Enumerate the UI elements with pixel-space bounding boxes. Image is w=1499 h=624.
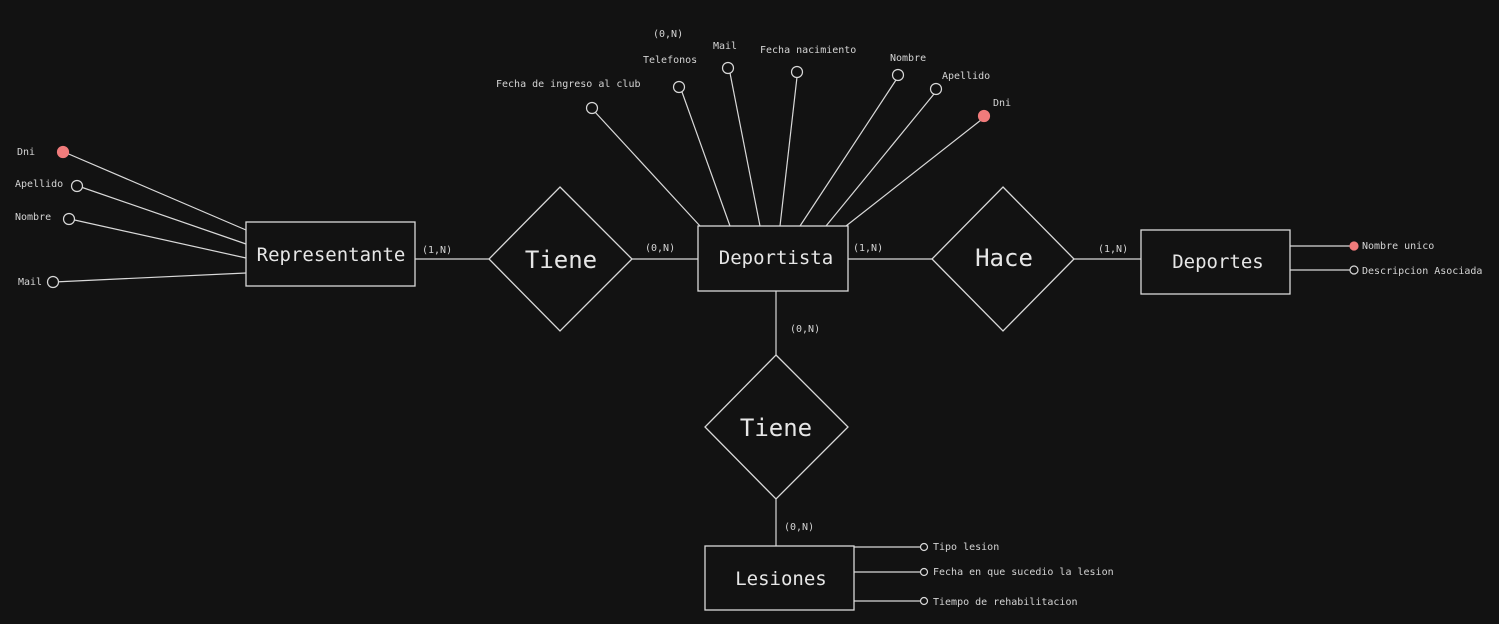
attribute-dot-dni-key (977, 109, 991, 123)
entity-deportes[interactable]: Deportes (1140, 229, 1291, 295)
entity-deportista[interactable]: Deportista (697, 225, 849, 292)
entity-label-deportes: Deportes (1172, 251, 1264, 273)
attribute-dot-dni-key (56, 145, 70, 159)
attribute-dot-fecha-nacimiento (790, 65, 804, 79)
attribute-label-fecha-nacimiento: Fecha nacimiento (760, 45, 856, 56)
attribute-label-apellido: Apellido (942, 71, 990, 82)
attribute-dot-mail (721, 61, 735, 75)
attribute-dot-telefonos (672, 80, 686, 94)
attribute-dot-apellido (70, 179, 84, 193)
relationship-hace[interactable]: Hace (931, 186, 1075, 332)
attribute-label-nombre: Nombre (890, 53, 926, 64)
attribute-label-dni: Dni (17, 147, 35, 158)
cardinality-tiene-lesiones: (0,N) (784, 522, 814, 533)
entity-representante[interactable]: Representante (245, 221, 416, 287)
relationship-label-tiene: Tiene (525, 246, 597, 274)
entity-label-representante: Representante (257, 244, 406, 266)
lesiones-attributes: Tipo lesion Fecha en que sucedio la lesi… (854, 542, 1114, 608)
attribute-dot-tipo-lesion (919, 542, 929, 552)
attribute-dot-mail (46, 275, 60, 289)
attribute-cardinality-telefonos: (0,N) (653, 29, 683, 40)
attribute-label-fecha-ingreso: Fecha de ingreso al club (496, 79, 641, 90)
attribute-label-dni: Dni (993, 98, 1011, 109)
attribute-dot-fecha-ingreso (585, 101, 599, 115)
relationship-label-tiene: Tiene (740, 414, 812, 442)
attribute-label-descripcion: Descripcion Asociada (1362, 266, 1482, 277)
entity-label-lesiones: Lesiones (735, 568, 827, 590)
attribute-dot-nombre (62, 212, 76, 226)
entity-label-deportista: Deportista (719, 247, 833, 269)
attribute-dot-nombre-unico-key (1349, 241, 1359, 251)
attribute-label-tipo-lesion: Tipo lesion (933, 542, 999, 553)
attribute-label-fecha-lesion: Fecha en que sucedio la lesion (933, 567, 1114, 578)
attribute-label-telefonos: Telefonos (643, 55, 697, 66)
relationship-label-hace: Hace (975, 244, 1033, 272)
attribute-label-nombre-unico: Nombre unico (1362, 241, 1434, 252)
attribute-label-mail: Mail (713, 41, 737, 52)
representante-attributes: Dni Apellido Nombre Mail (15, 145, 247, 289)
attribute-dot-tiempo-rehabilitacion (919, 596, 929, 606)
attribute-label-mail: Mail (18, 277, 42, 288)
deportista-attributes: Fecha de ingreso al club (0,N) Telefonos… (496, 29, 1011, 227)
attribute-dot-apellido (929, 82, 943, 96)
attribute-label-nombre: Nombre (15, 212, 51, 223)
attribute-label-tiempo-rehabilitacion: Tiempo de rehabilitacion (933, 597, 1078, 608)
deportes-attributes: Nombre unico Descripcion Asociada (1290, 241, 1482, 277)
cardinality-representante-tiene: (1,N) (422, 245, 452, 256)
cardinality-hace-deportes: (1,N) (1098, 244, 1128, 255)
attribute-dot-nombre (891, 68, 905, 82)
attribute-dot-descripcion (1349, 265, 1359, 275)
cardinality-tiene-deportista: (0,N) (645, 243, 675, 254)
cardinality-deportista-tiene: (0,N) (790, 324, 820, 335)
attribute-dot-fecha-lesion (919, 567, 929, 577)
cardinality-deportista-hace: (1,N) (853, 243, 883, 254)
entity-lesiones[interactable]: Lesiones (704, 545, 855, 611)
attribute-label-apellido: Apellido (15, 179, 63, 190)
relationship-tiene-lesiones[interactable]: Tiene (704, 354, 849, 500)
relationship-tiene-representante[interactable]: Tiene (488, 186, 633, 332)
